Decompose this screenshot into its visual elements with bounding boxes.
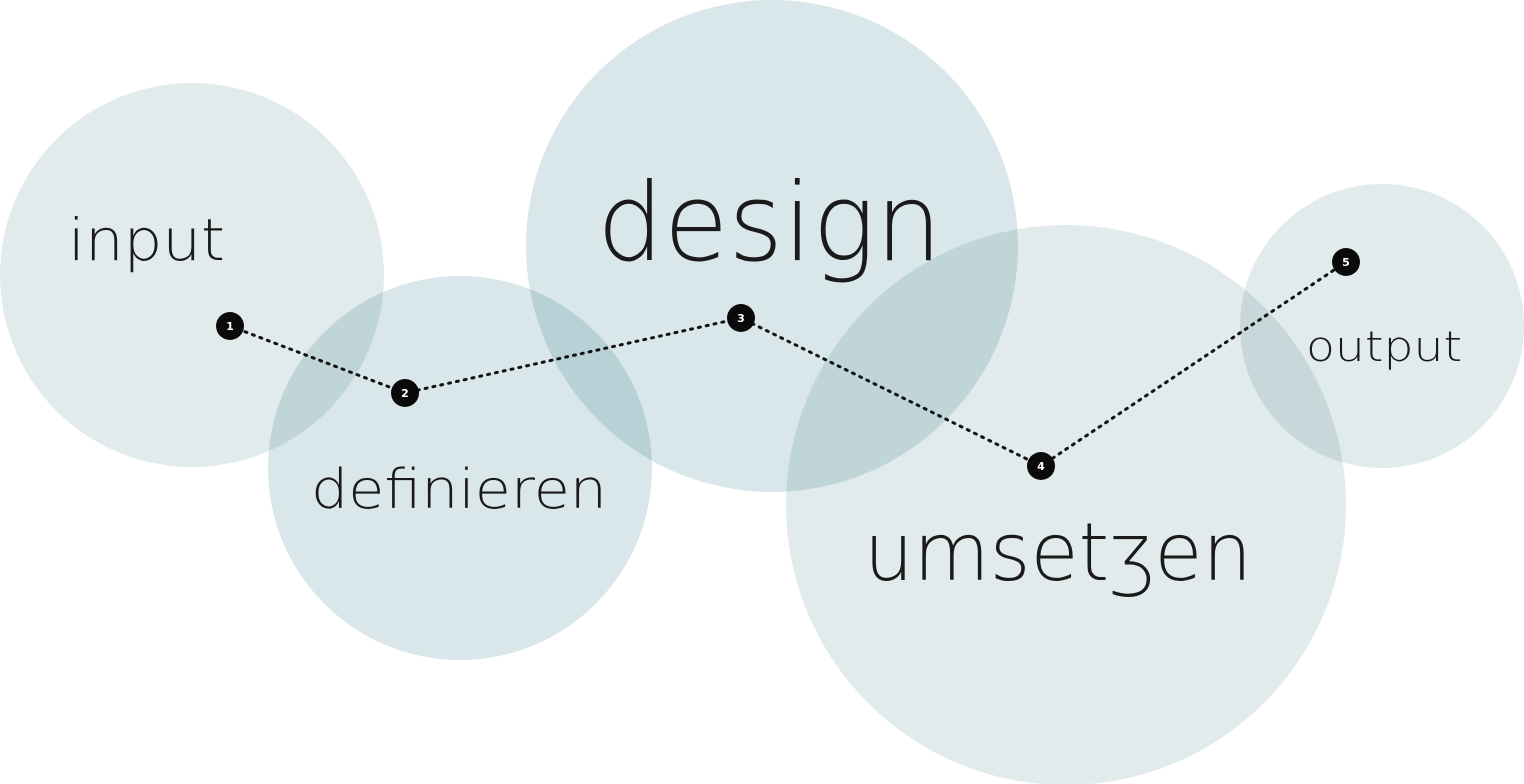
label-umsetzen: umsetʒen xyxy=(864,506,1252,599)
step-number-4: 4 xyxy=(1037,460,1045,473)
label-input: input xyxy=(68,206,225,274)
step-marker-1: 1 xyxy=(216,312,244,340)
step-number-1: 1 xyxy=(226,320,234,333)
bubble-design xyxy=(526,0,1018,492)
bubble-input xyxy=(0,83,384,467)
label-design: design xyxy=(597,161,942,286)
step-marker-3: 3 xyxy=(727,304,755,332)
step-marker-5: 5 xyxy=(1332,248,1360,276)
bubble-output xyxy=(1240,184,1524,468)
label-group: input definieren design umsetʒen output xyxy=(68,161,1462,599)
step-marker-4: 4 xyxy=(1027,452,1055,480)
step-number-3: 3 xyxy=(737,312,745,325)
step-number-5: 5 xyxy=(1342,256,1350,269)
step-number-2: 2 xyxy=(401,387,409,400)
step-markers: 1 2 3 4 5 xyxy=(216,248,1360,480)
step-marker-2: 2 xyxy=(391,379,419,407)
label-definieren: definieren xyxy=(311,458,607,521)
bubble-definieren xyxy=(268,276,652,660)
label-output: output xyxy=(1306,322,1462,371)
